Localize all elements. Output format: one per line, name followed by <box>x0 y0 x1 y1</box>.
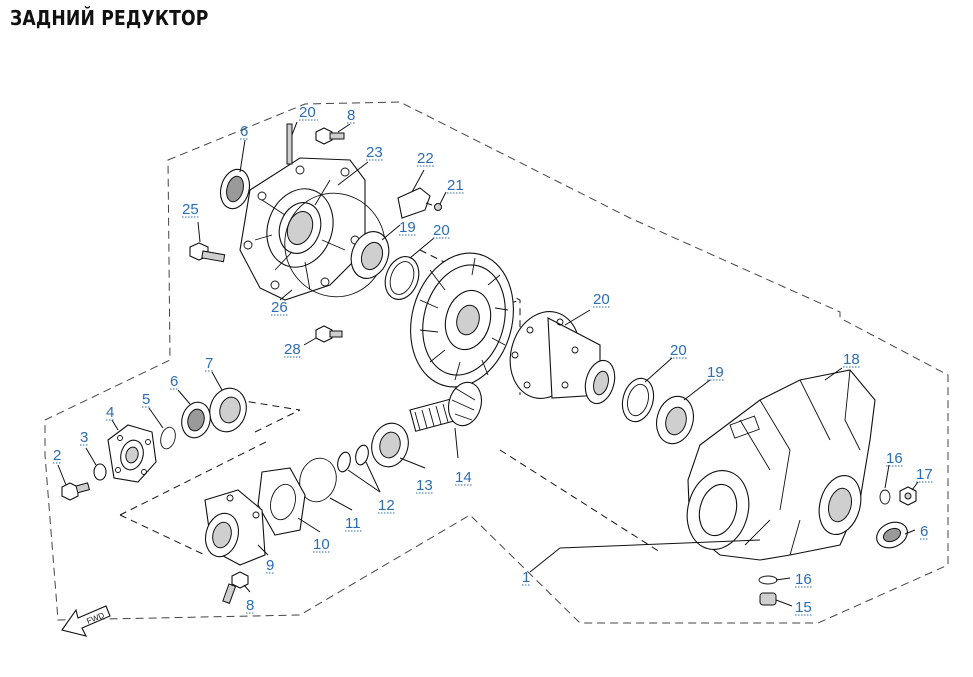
gasket-part-10-hole <box>270 483 296 521</box>
shim-part-20-top <box>384 256 420 300</box>
callout-22: 21 <box>447 177 464 194</box>
callout-18: 18 <box>843 351 860 368</box>
o-ring-part-27 <box>284 192 386 298</box>
callout-19-top: 19 <box>399 219 416 236</box>
bolt-part-8-bottom <box>222 571 249 604</box>
pin-part-25 <box>286 123 293 165</box>
callout-28: 28 <box>284 341 301 358</box>
callout-10: 10 <box>313 536 330 553</box>
callout-8-top: 8 <box>347 107 355 124</box>
bearing-part-19-right <box>655 395 695 445</box>
callout-6-top: 6 <box>240 123 248 140</box>
callout-3: 3 <box>80 429 88 446</box>
bearing-part-19-top <box>350 231 390 279</box>
callout-11: 11 <box>345 515 361 532</box>
shim-part-20-top-inner <box>389 261 415 295</box>
bolt-part-2 <box>61 482 91 501</box>
shim-part-20-right <box>621 377 655 423</box>
differential-case-part-21 <box>509 311 616 405</box>
callout-14: 14 <box>455 469 472 486</box>
callout-15: 15 <box>795 599 812 616</box>
callout-6-left: 6 <box>170 373 178 390</box>
flange-part-4 <box>107 424 157 483</box>
washer-part-12-b <box>337 451 351 473</box>
oil-seal-part-6-right <box>876 521 908 549</box>
callout-8-bottom: 8 <box>246 597 254 614</box>
callout-16-right: 16 <box>886 450 903 467</box>
drive-pinion-part-14 <box>409 381 483 432</box>
callout-19-right: 19 <box>707 364 724 381</box>
washer-part-12-a <box>355 444 369 466</box>
washer-part-16-bottom <box>758 575 778 585</box>
fwd-label: FWD <box>85 611 105 626</box>
o-ring-part-5 <box>160 426 176 450</box>
main-housing-part-18 <box>686 369 876 561</box>
guide-lines <box>119 249 661 556</box>
callout-1: 1 <box>522 569 530 586</box>
screw-part-22 <box>425 202 442 211</box>
shim-part-20-right-inner <box>627 383 649 417</box>
callout-13: 13 <box>416 477 433 494</box>
ring-gear-part-14 <box>410 252 514 388</box>
assembly-boundary <box>44 101 949 624</box>
o-ring-part-11 <box>299 457 337 503</box>
bearing-part-7 <box>209 387 247 433</box>
callout-9: 9 <box>266 557 274 574</box>
callout-16-bottom: 16 <box>795 571 812 588</box>
oil-seal-part-6-top <box>219 168 251 210</box>
bearing-part-13 <box>371 422 409 468</box>
callout-12: 12 <box>378 497 395 514</box>
gasket-part-10 <box>257 467 306 536</box>
page-title: ЗАДНИЙ РЕДУКТОР <box>10 6 209 30</box>
bolt-part-17 <box>899 486 917 506</box>
callout-7: 7 <box>205 355 213 372</box>
leader-lines <box>57 121 919 607</box>
pinion-housing-part-9 <box>204 489 266 566</box>
bolt-part-26 <box>189 242 226 263</box>
callout-17: 17 <box>916 466 933 483</box>
bolt-part-8-top <box>315 127 345 145</box>
callout-25: 20 <box>299 104 316 121</box>
drain-plug-part-15 <box>759 592 777 606</box>
callout-26: 25 <box>182 201 199 218</box>
washer-part-3 <box>93 463 107 481</box>
callout-6-right: 6 <box>920 523 928 540</box>
callout-4: 4 <box>106 404 114 421</box>
callout-27: 26 <box>271 299 288 316</box>
bolt-part-28 <box>315 325 343 343</box>
fwd-arrow-icon: FWD <box>61 605 111 637</box>
callout-2: 2 <box>53 447 61 464</box>
callout-23: 22 <box>417 150 434 167</box>
callout-21: 20 <box>593 291 610 308</box>
callout-20-top: 20 <box>433 222 450 239</box>
callout-labels: 20 8 6 23 22 21 25 19 20 26 28 20 20 19 … <box>53 104 934 616</box>
bracket-part-23 <box>397 187 431 219</box>
callout-24: 23 <box>366 144 383 161</box>
callout-5: 5 <box>142 391 150 408</box>
callout-20-right: 20 <box>670 342 687 359</box>
washer-part-16-right <box>879 489 891 505</box>
oil-seal-part-6-left <box>181 401 211 439</box>
